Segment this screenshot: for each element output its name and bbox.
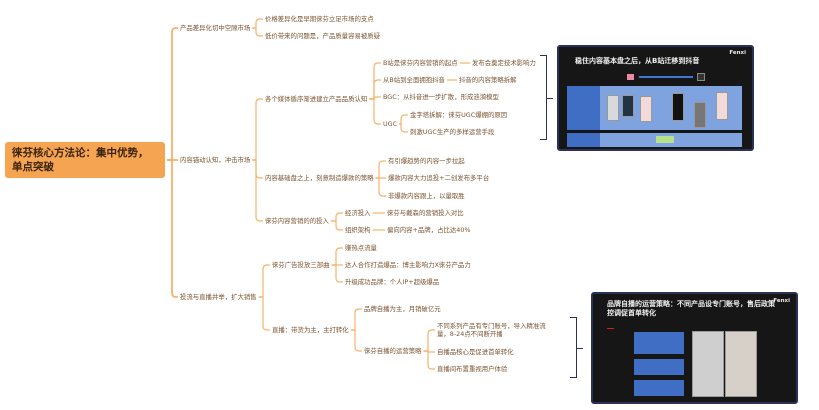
bilibili-icon (627, 74, 634, 80)
connector (258, 264, 270, 298)
subtopic[interactable]: 金字塔拆解：徕芬UGC爆棚的原因 (410, 111, 508, 119)
root-topic[interactable]: 徕芬核心方法论：集中优势， 单点突破 (5, 142, 165, 178)
root-line-1: 徕芬核心方法论：集中优势， (12, 147, 149, 159)
phone-screenshot (716, 92, 728, 120)
subtopic-media[interactable]: 各个媒体循序渐进建立产品品质认知 (265, 95, 368, 103)
subtopic-ads[interactable]: 徕芬广告投放三部曲 (272, 261, 330, 269)
livestream-screenshot (725, 331, 757, 397)
slide-panel-label (567, 86, 600, 130)
subtopic-hit[interactable]: 内容基础盘之上，刻意制造爆款的策略 (265, 174, 374, 182)
connector (399, 123, 408, 133)
connector (330, 212, 343, 222)
subtopic[interactable]: 赚热点流量 (345, 244, 377, 252)
subtopic[interactable]: BGC：从抖音进一步扩散，形成涟漪模型 (383, 93, 499, 101)
subtopic[interactable]: 升级成功品牌：个人IP+超级爆品 (345, 278, 440, 286)
root-line-2: 单点突破 (12, 161, 54, 173)
slide-image-2[interactable]: 品牌自播的运营策略：不同产品设专门账号，售后政策控调促首单转化 Fenxi (591, 292, 798, 404)
connector (252, 159, 263, 179)
subtopic[interactable]: UGC (383, 120, 398, 128)
slide-image-1[interactable]: 稳住内容基本盘之后，从B站迁移到抖音 Fenxi (557, 45, 754, 151)
highlight-box (656, 136, 674, 143)
phone-screenshot (607, 95, 619, 121)
subtopic[interactable]: 价格差异化是早期徕芬立足市场的支点 (265, 15, 374, 23)
slide-card (634, 359, 684, 375)
connector (252, 98, 263, 161)
slide-panel (567, 133, 742, 147)
connector (252, 18, 263, 29)
subtopic[interactable]: 抖音的内容策略拆解 (459, 76, 517, 84)
connector (252, 27, 263, 37)
phone-screenshot (622, 95, 634, 117)
topic-content-marketing[interactable]: 内容锚动认知，冲击市场 (180, 156, 251, 164)
subtopic[interactable]: 直播间布置重视用户体验 (437, 365, 508, 373)
logo: Fenxi (773, 298, 790, 304)
subtopic[interactable]: 不同系列产品有专门账号，导入精准流量，8-24点不间断开播 (437, 322, 546, 338)
connector (399, 114, 408, 125)
accent-line (607, 328, 614, 329)
connector (375, 177, 386, 197)
phone-screenshot (672, 93, 684, 121)
subtopic[interactable]: 爆款内容大力追投+二创发布多平台 (388, 174, 490, 182)
summary-bracket (570, 317, 583, 378)
connector (350, 308, 362, 331)
subtopic[interactable]: 低价带来的问题是，产品质量容易被质疑 (265, 32, 381, 40)
subtopic[interactable]: 有引爆趋势的内容一步拉起 (388, 157, 465, 165)
slide-title: 品牌自播的运营策略：不同产品设专门账号，售后政策控调促首单转化 (607, 300, 775, 317)
subtopic[interactable]: 徕芬与戴森的营销投入对比 (387, 209, 464, 217)
connector (331, 264, 343, 283)
subtopic[interactable]: 经济投入 (345, 209, 371, 217)
slide-panel-label (567, 133, 600, 147)
subtopic[interactable]: 品牌自播为主，月销破亿元 (364, 305, 441, 313)
connector (369, 62, 381, 100)
livestream-screenshot (692, 331, 724, 397)
subtopic[interactable]: 从B站到全面拥抱抖音 (383, 76, 445, 84)
slide-card (634, 380, 684, 396)
connector (350, 329, 362, 352)
subtopic-invest[interactable]: 徕芬内容营销的的投入 (265, 217, 329, 225)
subtopic[interactable]: 刺激UGC生产的多样运营手段 (410, 128, 495, 136)
connector (369, 98, 381, 125)
connector (330, 220, 343, 231)
arrow-icon (639, 76, 693, 78)
connector (423, 329, 435, 352)
douyin-icon (697, 73, 705, 81)
logo: Fenxi (729, 50, 746, 56)
subtopic[interactable]: 偏向内容+品牌，占比达40% (387, 226, 471, 234)
phone-screenshot (640, 96, 652, 122)
phone-screenshot (694, 102, 706, 128)
subtopic[interactable]: 发布会奠定技术影响力 (472, 59, 536, 67)
connector (331, 247, 343, 266)
connector (167, 159, 178, 298)
slide-title: 稳住内容基本盘之后，从B站迁移到抖音 (575, 57, 700, 65)
summary-bracket (540, 55, 553, 140)
topic-ads-live[interactable]: 投流与直播并举，扩大销售 (180, 293, 257, 301)
connector (423, 350, 435, 370)
subtopic[interactable]: 自播品核心是促进首单转化 (437, 348, 514, 356)
slide-card (634, 332, 684, 354)
subtopic[interactable]: 组织架构 (345, 226, 371, 234)
connector (252, 159, 263, 222)
connector (375, 160, 386, 179)
subtopic-live[interactable]: 直播：带货为主，主打转化 (272, 326, 349, 334)
subtopic[interactable]: 非爆款内容跟上，以量取胜 (388, 192, 465, 200)
subtopic[interactable]: B站是徕芬内容营销的起点 (383, 59, 458, 67)
subtopic[interactable]: 达人合作打造爆品：博主影响力X徕芬产品力 (345, 261, 471, 269)
connector (258, 296, 270, 331)
subtopic[interactable]: 徕芬自播的运营策略 (364, 347, 422, 355)
topic-product-differentiation[interactable]: 产品差异化切中空隙市场 (180, 24, 251, 32)
connector (167, 27, 178, 161)
connector (369, 79, 381, 100)
